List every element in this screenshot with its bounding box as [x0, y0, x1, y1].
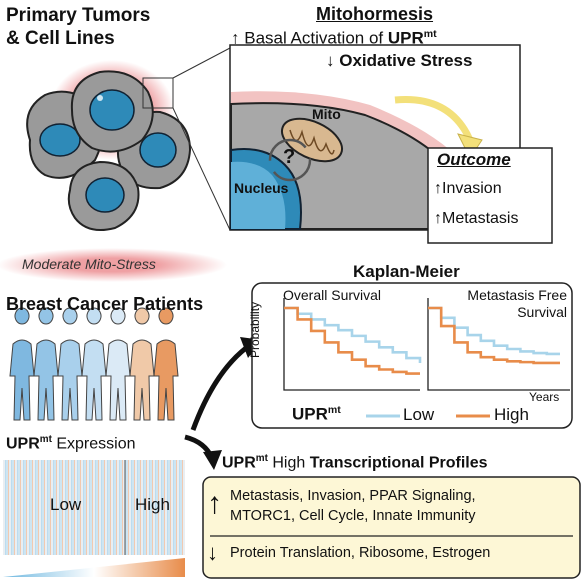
kaplan-meier-box [251, 282, 573, 429]
km-curve-low [284, 306, 422, 363]
heatmap-low-label: Low [50, 495, 82, 514]
nucleus-label: Nucleus [234, 180, 289, 196]
profiles-up-list: Metastasis, Invasion, PPAR Signaling, MT… [230, 488, 476, 524]
curved-arrow-icon [190, 342, 252, 431]
km-ylabel: Probability [248, 301, 262, 358]
cell-nucleus [85, 177, 125, 213]
mitochondrion [281, 117, 343, 163]
km-axis [283, 298, 420, 391]
zoom-line [172, 107, 231, 231]
curved-arrow-icon [268, 138, 312, 182]
cell-nucleus [89, 89, 135, 131]
profiles-title: UPRmt High Transcriptional Profiles [222, 453, 488, 472]
down-arrow-icon: ↓ [207, 540, 218, 565]
outcome-item-metastasis: ↑Metastasis [434, 210, 519, 227]
patient-silhouette [9, 307, 35, 421]
patient-silhouette [129, 307, 155, 421]
km-legend: UPRmt [292, 404, 341, 424]
km-panel2-title: Metastasis Free Survival [467, 287, 567, 320]
patient-silhouettes [9, 307, 179, 421]
breast-cancer-title: Breast Cancer Patients [6, 294, 204, 314]
upr-activation-line: ↑ Basal Activation of UPRmt [231, 28, 437, 48]
legend-low-label: Low [403, 405, 435, 424]
down-arrow-icon: ↓ [326, 51, 335, 70]
patient-silhouette [105, 307, 131, 421]
zoom-line [172, 47, 231, 79]
arrow-head [203, 450, 222, 470]
up-arrow-icon: ↑ [434, 210, 442, 227]
km-plots [283, 298, 570, 418]
km-xlabel: Years [529, 390, 560, 404]
oxidative-stress-line: ↓ Oxidative Stress [326, 51, 473, 70]
patient-silhouette [57, 307, 83, 421]
up-arrow-icon: ↑ [434, 180, 442, 197]
expression-ramp [3, 558, 185, 577]
cell-nucleus [139, 132, 177, 168]
patient-silhouette [153, 307, 179, 421]
zoom-region [142, 77, 174, 109]
profiles-down-list: Protein Translation, Ribosome, Estrogen [230, 545, 491, 561]
patient-silhouette [33, 307, 59, 421]
curved-arrow-icon [394, 96, 474, 142]
km-curve-high [428, 306, 560, 365]
km-panel1-title: Overall Survival [283, 287, 382, 303]
upr-expression-label: UPRmt Expression [6, 434, 136, 453]
kaplan-meier-title: Kaplan-Meier [353, 262, 460, 281]
tumor-cell-cluster [26, 60, 192, 231]
cell-nucleus [39, 123, 81, 157]
up-arrow-icon: ↑ [207, 487, 222, 520]
mito-stress-label: Moderate Mito-Stress [22, 256, 156, 272]
km-curve-low [428, 306, 560, 356]
km-curve-high [284, 306, 420, 375]
mito-label: Mito [312, 106, 341, 122]
question-mark-icon: ? [283, 146, 296, 168]
patient-silhouette [81, 307, 107, 421]
mito-stress-glow [0, 248, 227, 282]
expression-heatmap [3, 460, 185, 577]
primary-tumors-title: Primary Tumors & Cell Lines [6, 5, 151, 49]
legend-high-label: High [494, 405, 529, 424]
up-arrow-icon: ↑ [231, 28, 240, 48]
heatmap-high-label: High [135, 495, 170, 514]
nucleus-highlight [97, 95, 103, 101]
profiles-box [202, 476, 581, 579]
outcome-box [427, 147, 553, 244]
outcome-item-invasion: ↑Invasion [434, 180, 502, 197]
mitohormesis-title: Mitohormesis [316, 4, 434, 24]
outcome-title: Outcome [437, 150, 511, 169]
km-axis [427, 298, 570, 391]
